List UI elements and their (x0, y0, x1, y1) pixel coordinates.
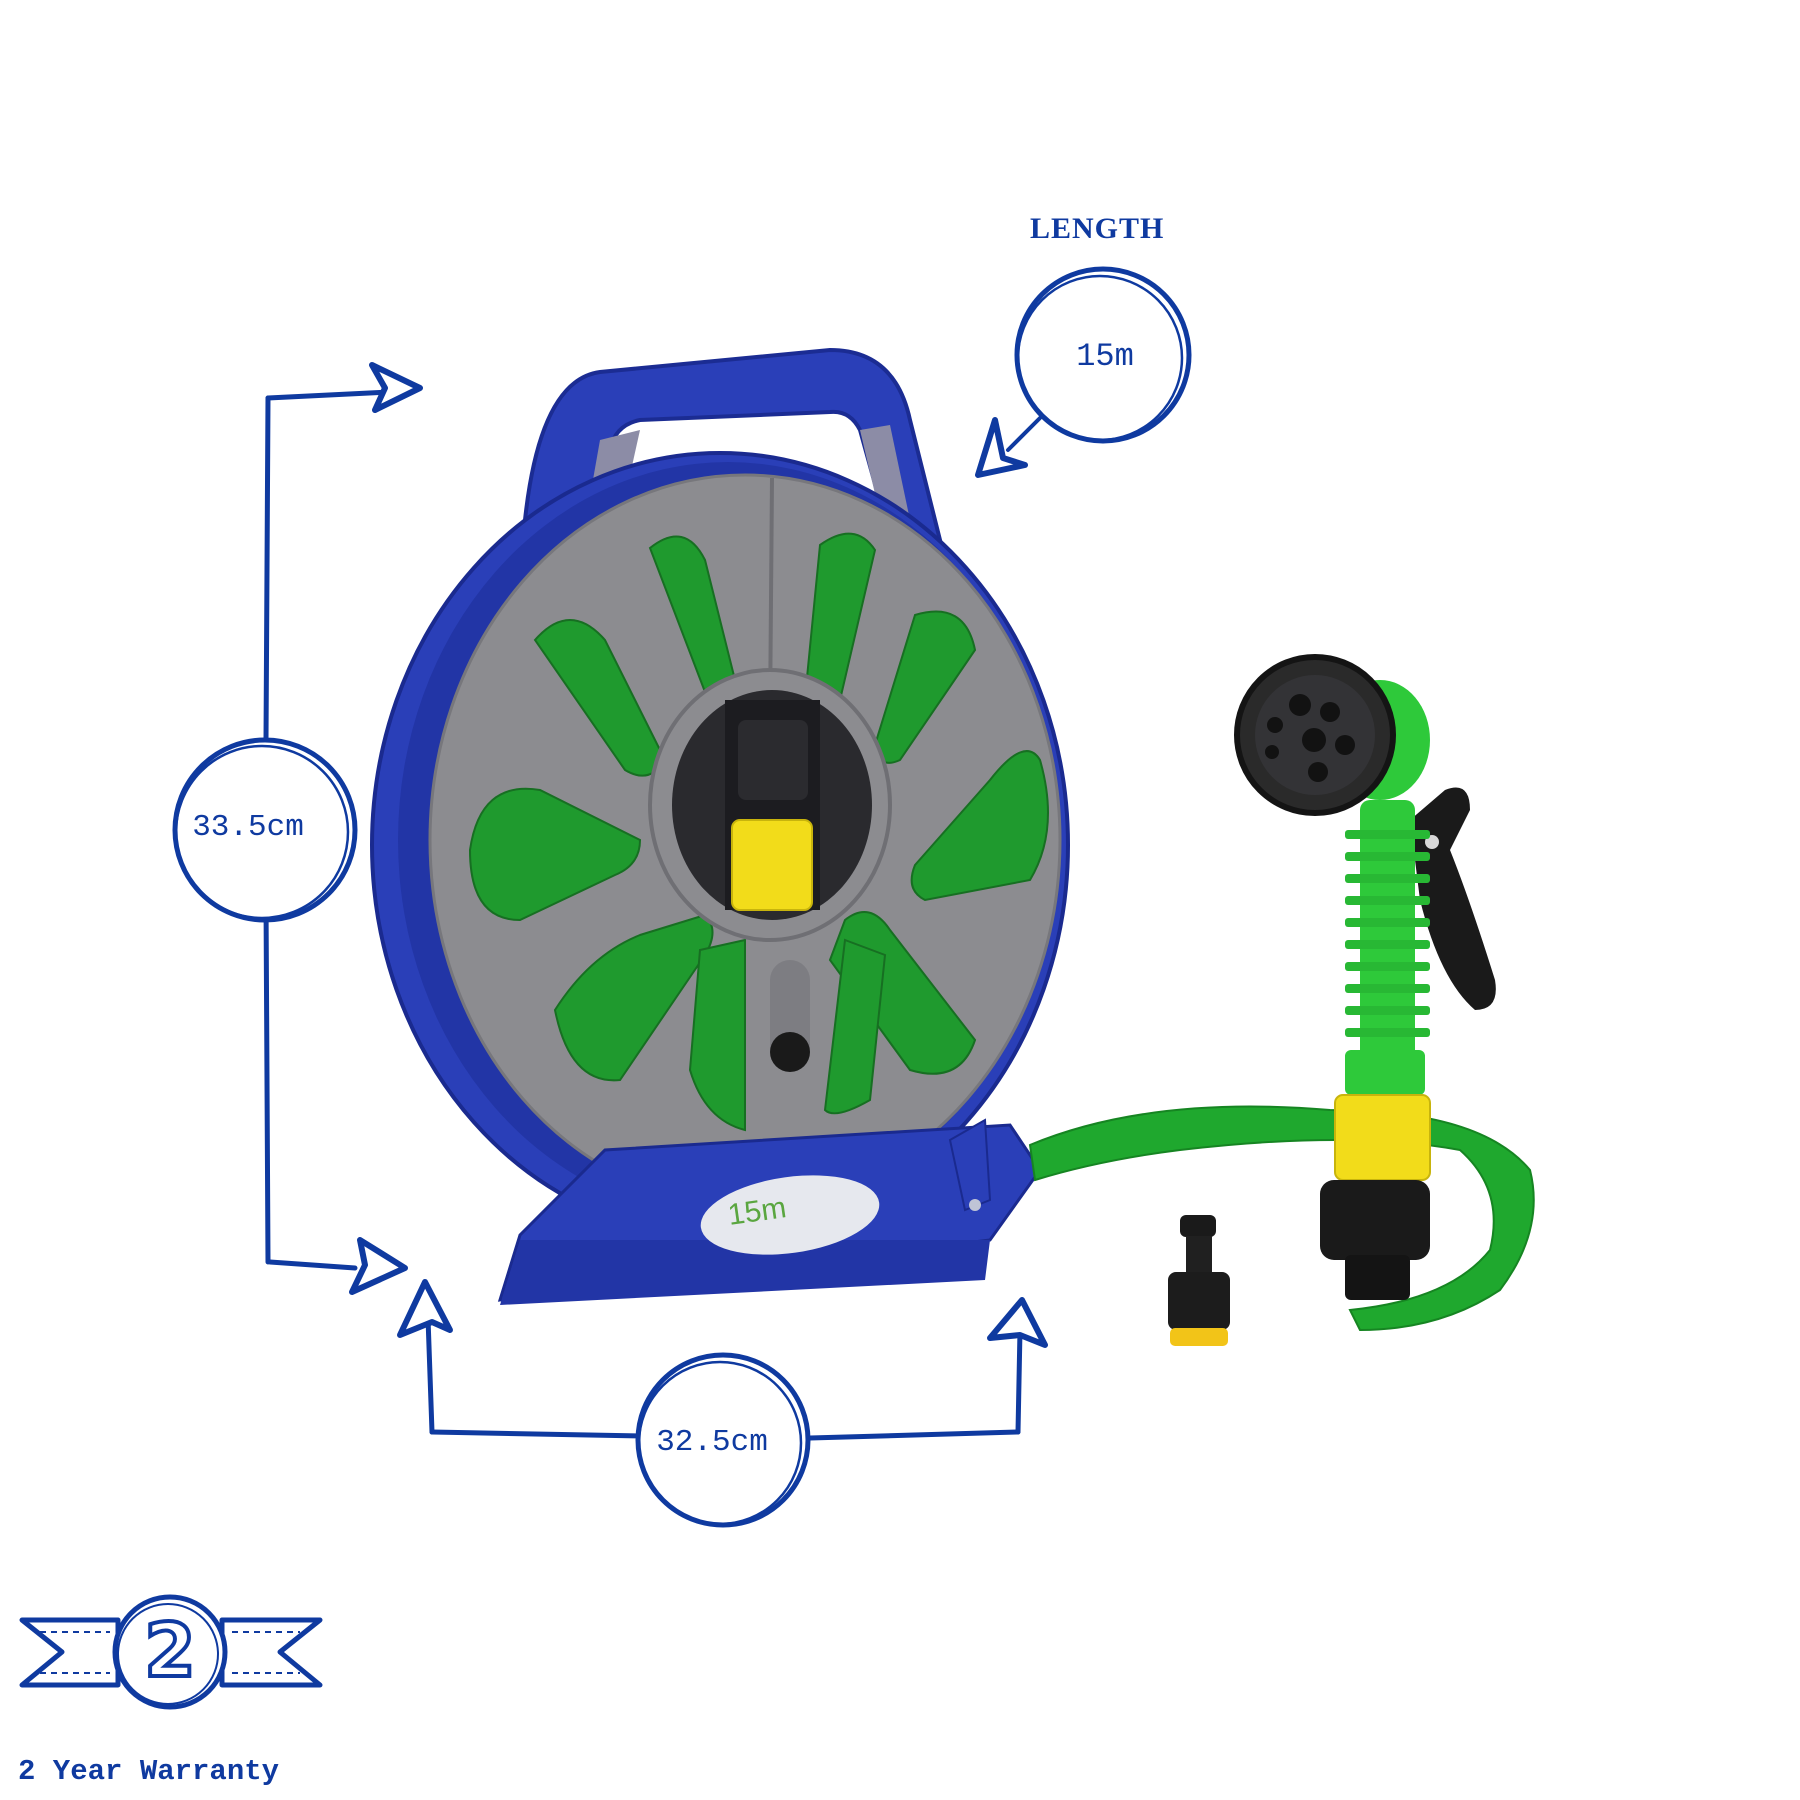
arrow-head-top-right (369, 362, 423, 413)
height-dimension-lines (263, 389, 393, 1271)
nozzle-yellow-connector (1334, 1094, 1431, 1181)
reel-lock-knob (770, 1032, 810, 1072)
ribbon-left (19, 1617, 121, 1688)
width-dimension-lines (425, 1315, 1023, 1441)
arrow-head-bottom-right (349, 1237, 408, 1295)
warranty-badge (19, 1594, 323, 1710)
dimension-circle-height (172, 737, 358, 923)
ribbon-right (219, 1617, 323, 1688)
arrow-head-bottom-right-up (987, 1297, 1048, 1348)
reel-handle (522, 347, 949, 565)
length-dimension-lines (1006, 416, 1042, 452)
height-value: 33.5cm (192, 810, 304, 845)
length-value: 15m (1076, 338, 1134, 375)
width-value: 32.5cm (656, 1425, 768, 1460)
arrow-head-bottom-left-up (397, 1279, 453, 1338)
spray-nozzle (1234, 654, 1496, 1300)
flat-hose (1028, 1105, 1535, 1332)
arrow-head-length (975, 417, 1028, 478)
hose-connector-clamp (1320, 1180, 1430, 1260)
hose-reel (370, 347, 1070, 1305)
tap-connector-yellow-ring (1170, 1328, 1228, 1346)
hub-yellow-connector (731, 819, 813, 911)
tap-connector (1168, 1215, 1230, 1346)
length-heading: LENGTH (1030, 212, 1165, 245)
dimension-circle-width (635, 1352, 811, 1528)
reel-sticker (700, 1175, 880, 1255)
hose-windows (468, 532, 1049, 1132)
badge-circle (112, 1594, 228, 1710)
warranty-text: 2 Year Warranty (18, 1755, 280, 1788)
warranty-badge-number: 2 (142, 1606, 198, 1696)
dimension-circle-length (1014, 266, 1192, 444)
